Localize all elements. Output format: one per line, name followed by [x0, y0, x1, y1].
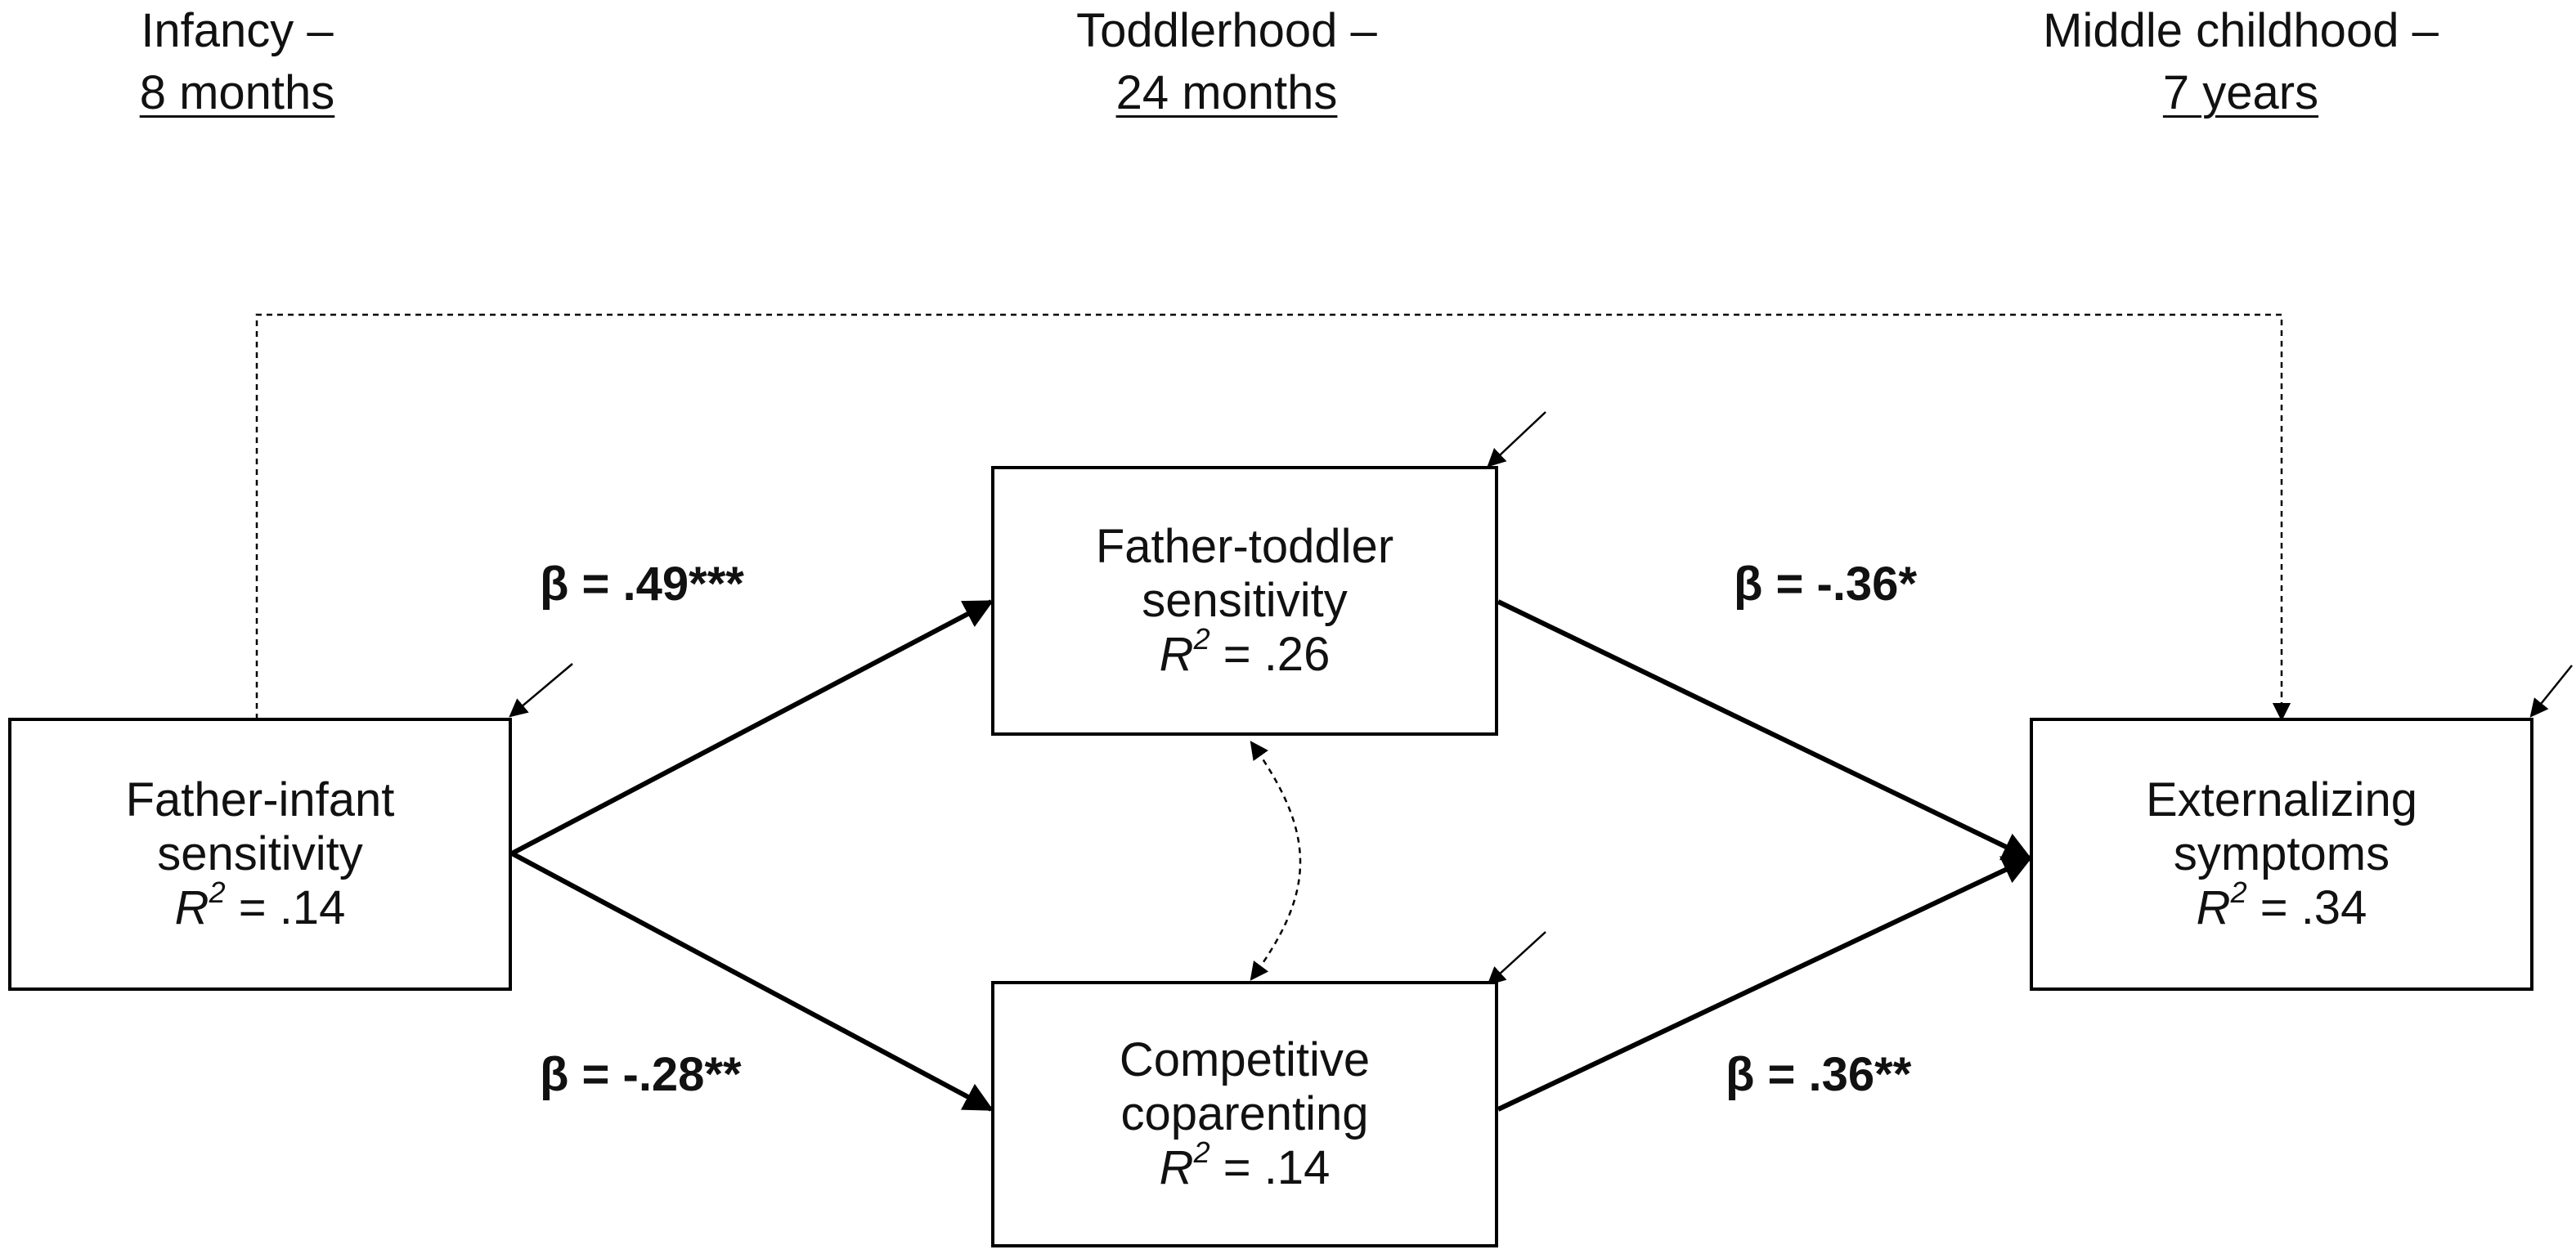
node-r-squared: R2 = .14	[1159, 1135, 1331, 1194]
residual-arrow-father-toddler	[1487, 411, 1546, 468]
period-age: 7 years	[2162, 66, 2319, 119]
residual-arrow-competitive	[1487, 931, 1546, 986]
node-externalizing-symptoms: Externalizing symptoms R2 = .34	[2030, 718, 2533, 991]
beta-infant-to-competitive: β = -.28**	[540, 1048, 742, 1101]
node-father-infant-sensitivity: Father-infant sensitivity R2 = .14	[8, 718, 512, 991]
residual-arrow-father-infant	[509, 663, 573, 718]
node-label-line2: coparenting	[1120, 1087, 1369, 1140]
beta-infant-to-toddler: β = .49***	[540, 558, 744, 611]
node-competitive-coparenting: Competitive coparenting R2 = .14	[991, 981, 1498, 1247]
residual-arrow-externalizing	[2529, 665, 2573, 718]
node-label-line2: sensitivity	[157, 827, 363, 880]
node-r-squared: R2 = .26	[1159, 621, 1331, 681]
node-r-squared: R2 = .34	[2196, 875, 2367, 934]
path-toddler-to-externalizing	[1497, 599, 2033, 861]
node-label-line1: Competitive	[1119, 1033, 1371, 1086]
node-label-line1: Father-infant	[125, 773, 395, 826]
beta-toddler-to-externalizing: β = -.36*	[1734, 558, 1918, 611]
node-label-line2: sensitivity	[1142, 574, 1348, 627]
period-label: Toddlerhood –	[1076, 4, 1377, 57]
period-label: Middle childhood –	[2043, 4, 2439, 57]
path-infant-to-toddler	[510, 599, 994, 856]
covariance-curve	[1250, 741, 1302, 981]
path-infant-to-competitive	[510, 851, 994, 1112]
period-header-middle-childhood: Middle childhood – 7 years	[1946, 0, 2535, 124]
node-label-line1: Externalizing	[2145, 773, 2418, 826]
node-label-line1: Father-toddler	[1095, 520, 1394, 573]
period-age: 8 months	[139, 66, 335, 119]
node-r-squared: R2 = .14	[174, 875, 346, 934]
node-label-line2: symptoms	[2173, 827, 2390, 880]
period-label: Infancy –	[141, 4, 334, 57]
node-father-toddler-sensitivity: Father-toddler sensitivity R2 = .26	[991, 466, 1498, 736]
period-age: 24 months	[1115, 66, 1338, 119]
beta-competitive-to-externalizing: β = .36**	[1726, 1048, 1912, 1101]
path-competitive-to-externalizing	[1497, 856, 2033, 1112]
period-header-infancy: Infancy – 8 months	[65, 0, 409, 124]
direct-path-dotted	[255, 313, 2291, 722]
period-header-toddlerhood: Toddlerhood – 24 months	[998, 0, 1456, 124]
